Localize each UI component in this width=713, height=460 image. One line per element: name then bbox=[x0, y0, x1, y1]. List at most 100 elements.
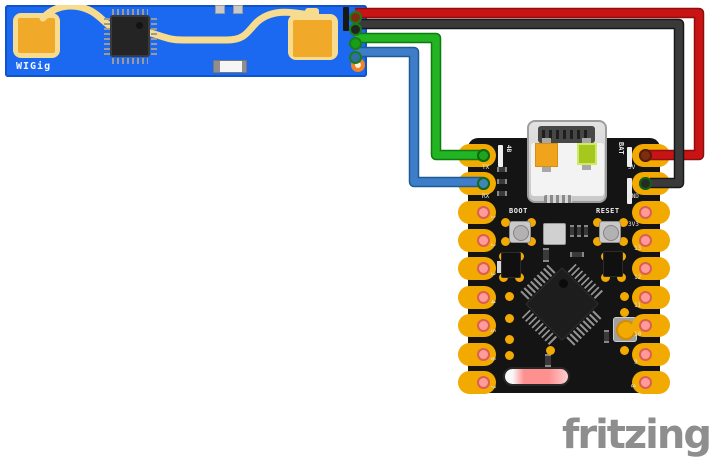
button-pad bbox=[527, 237, 536, 246]
reset-button[interactable] bbox=[599, 221, 621, 243]
tx-pin-connection[interactable] bbox=[476, 148, 490, 162]
module-pin-black[interactable] bbox=[348, 22, 362, 36]
pin-hole-12[interactable] bbox=[638, 262, 652, 276]
button-pad bbox=[501, 218, 510, 227]
sot-pad bbox=[601, 273, 610, 282]
pin-label-GND: GND bbox=[628, 192, 639, 200]
led-pad bbox=[582, 138, 591, 143]
radar-ic-leads-right bbox=[151, 17, 157, 55]
sot-pad bbox=[617, 273, 626, 282]
pin-label-10: 10 bbox=[634, 330, 642, 338]
inner-pad bbox=[620, 308, 629, 317]
inner-pad bbox=[505, 314, 514, 323]
transistor-left bbox=[501, 252, 521, 278]
wigig-sensor-board[interactable]: WIGig bbox=[5, 5, 367, 77]
pin-hole-5[interactable] bbox=[476, 319, 490, 333]
passive bbox=[604, 330, 609, 343]
led-pad bbox=[582, 165, 591, 170]
passive bbox=[497, 179, 507, 184]
passive bbox=[570, 225, 574, 237]
pin-hole-4[interactable] bbox=[476, 290, 490, 304]
pin-label-5V: 5V bbox=[628, 164, 636, 172]
pin-label-13: 13 bbox=[634, 245, 642, 253]
passive bbox=[577, 225, 581, 237]
module-pin-blue[interactable] bbox=[348, 50, 362, 64]
radar-ic-leads-top bbox=[112, 9, 148, 15]
pin-hole-3[interactable] bbox=[476, 262, 490, 276]
fritzing-logo: fritzing bbox=[561, 412, 712, 458]
radar-ic-leads-bottom bbox=[112, 58, 148, 64]
wire-green[interactable] bbox=[355, 34, 484, 159]
inner-pad bbox=[546, 346, 555, 355]
orange-led bbox=[535, 143, 558, 167]
module-label: WIGig bbox=[16, 61, 52, 72]
usb-rear-pins bbox=[544, 195, 572, 203]
pin-hole-8[interactable] bbox=[638, 375, 652, 389]
inner-pad bbox=[505, 351, 514, 360]
passive bbox=[497, 167, 507, 172]
rgb-led-button[interactable] bbox=[613, 317, 637, 342]
pin-hole-13[interactable] bbox=[638, 233, 652, 247]
radar-ic-leads-left bbox=[104, 17, 110, 55]
smd-capacitor bbox=[213, 60, 247, 73]
silk-mark-gnd bbox=[627, 178, 632, 204]
pin-label-RX: RX bbox=[482, 192, 490, 200]
passive bbox=[497, 261, 502, 273]
pin-hole-1[interactable] bbox=[476, 205, 490, 219]
passive bbox=[545, 354, 551, 367]
green-led bbox=[577, 143, 597, 165]
passive bbox=[570, 252, 584, 257]
passive bbox=[584, 225, 588, 237]
module-connector-strip bbox=[343, 7, 349, 31]
module-pin-red[interactable] bbox=[348, 10, 362, 24]
boot-button[interactable] bbox=[509, 221, 531, 243]
inner-pad bbox=[505, 292, 514, 301]
antenna-patch-left-pad bbox=[18, 18, 55, 53]
pin-hole-10[interactable] bbox=[638, 319, 652, 333]
antenna-patch-right-pad bbox=[293, 20, 332, 57]
reset-label: RESET bbox=[596, 207, 620, 215]
button-pad bbox=[527, 218, 536, 227]
pin-hole-6[interactable] bbox=[476, 347, 490, 361]
module-pin-green[interactable] bbox=[348, 36, 362, 50]
silk-mark-right bbox=[627, 147, 632, 167]
fivev-pin-connection[interactable] bbox=[638, 148, 652, 162]
button-pad bbox=[619, 218, 628, 227]
silk-mark-left bbox=[498, 145, 503, 167]
pin-label-3V3: 3V3 bbox=[628, 221, 639, 228]
pin-hole-7[interactable] bbox=[476, 375, 490, 389]
button-pad bbox=[593, 218, 602, 227]
pin-hole-11[interactable] bbox=[638, 290, 652, 304]
passive bbox=[543, 248, 549, 262]
radar-ic bbox=[110, 15, 150, 57]
pin-label-9: 9 bbox=[634, 359, 638, 366]
pin-hole-2[interactable] bbox=[476, 233, 490, 247]
button-pad bbox=[619, 237, 628, 246]
crystal bbox=[543, 223, 566, 245]
wire-blue bbox=[355, 46, 484, 188]
led-pad bbox=[542, 138, 551, 143]
wire-red[interactable] bbox=[355, 9, 703, 159]
smd-pad bbox=[215, 5, 225, 14]
inner-pad bbox=[620, 346, 629, 355]
wire-blue[interactable] bbox=[355, 48, 484, 186]
mcu-chip-dot bbox=[559, 279, 568, 288]
pin-label-11: 11 bbox=[634, 302, 642, 310]
pin-label-TX: TX bbox=[482, 164, 490, 172]
rx-pin-connection[interactable] bbox=[476, 176, 490, 190]
wire-black[interactable] bbox=[355, 20, 683, 187]
inner-pad bbox=[620, 292, 629, 301]
gnd-pin-connection[interactable] bbox=[638, 176, 652, 190]
radar-ic-pin1-dot bbox=[136, 22, 143, 29]
pin-hole-9[interactable] bbox=[638, 347, 652, 361]
boot-label: BOOT bbox=[509, 207, 528, 215]
smd-pad bbox=[233, 5, 243, 14]
button-pad bbox=[593, 237, 602, 246]
usb-slot-pins bbox=[542, 130, 591, 139]
led-pad bbox=[542, 167, 551, 172]
pin-hole-3V3[interactable] bbox=[638, 205, 652, 219]
transistor-right bbox=[603, 251, 623, 277]
controller-board[interactable]: 4B BAT BOOT RESET bbox=[458, 120, 670, 394]
